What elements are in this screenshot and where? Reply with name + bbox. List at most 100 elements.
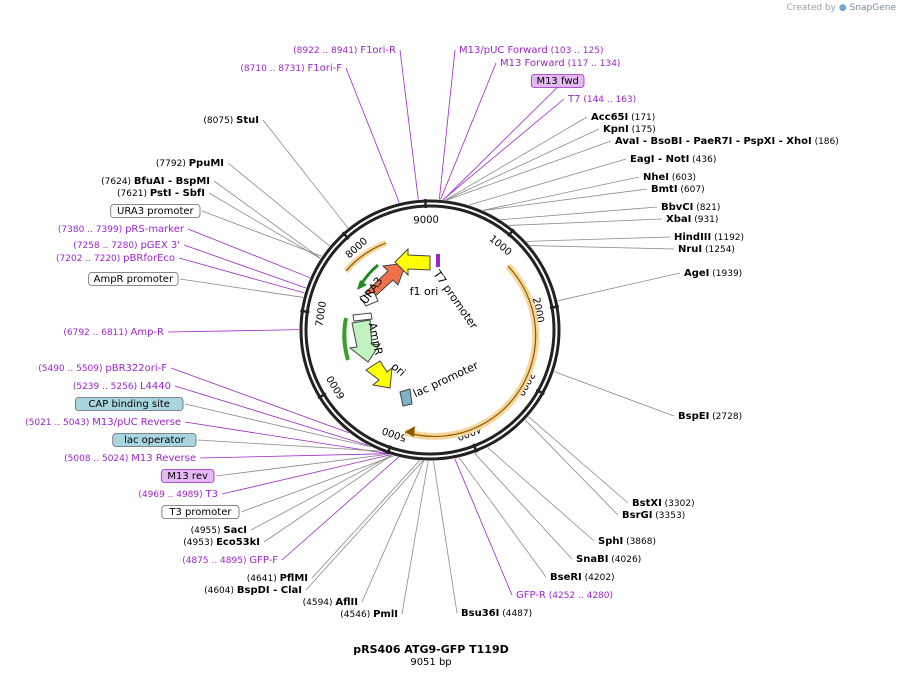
primer-label[interactable]: GFP-R (4252 .. 4280) <box>516 590 613 601</box>
tick-3000 <box>535 388 545 396</box>
feature-box[interactable] <box>88 272 179 286</box>
feature-box-label: CAP binding site <box>88 399 170 410</box>
tick-label: 5000 <box>381 424 409 443</box>
enzyme-label[interactable]: (4594) AflII <box>303 597 358 608</box>
tick-7000 <box>300 309 310 314</box>
feature-box-label: lac operator <box>124 435 185 446</box>
ura3-promoter-feature[interactable] <box>359 291 379 307</box>
tick-4000 <box>472 443 478 453</box>
feature-box-label: URA3 promoter <box>117 206 195 217</box>
primer-label[interactable]: (7202 .. 7220) pBRforEco <box>56 253 175 264</box>
enzyme-label[interactable]: SnaBI (4026) <box>576 554 641 565</box>
primer-label[interactable]: M13/pUC Forward (103 .. 125) <box>459 45 603 56</box>
insert-arc-line <box>404 265 537 438</box>
enzyme-label[interactable]: NruI (1254) <box>678 244 735 255</box>
tick-1000 <box>507 228 515 238</box>
enzyme-label[interactable]: EagI - NotI (436) <box>630 154 716 165</box>
tick-label: 6000 <box>325 373 348 400</box>
enzyme-label[interactable]: XbaI (931) <box>666 214 718 225</box>
enzyme-label[interactable]: SphI (3868) <box>598 536 656 547</box>
feature-box[interactable] <box>530 74 585 88</box>
enzyme-label[interactable]: (8075) StuI <box>203 115 259 126</box>
lac-promoter-feature[interactable] <box>399 388 413 407</box>
snapgene-credit: Created by ● SnapGene <box>786 3 896 13</box>
enzyme-label[interactable]: Acc65I (171) <box>591 112 655 123</box>
enzyme-label[interactable]: BseRI (4202) <box>550 572 615 583</box>
feature-box-label: AmpR promoter <box>94 274 174 285</box>
green-arc-left <box>342 317 350 361</box>
ampr-feature[interactable] <box>348 319 382 363</box>
snapgene-logo-icon: ● <box>838 3 847 13</box>
enzyme-label[interactable]: (4604) BspDI - ClaI <box>204 585 302 596</box>
enzyme-label[interactable]: (7624) BfuAI - BspMI <box>101 176 210 187</box>
feature-box[interactable] <box>110 204 201 218</box>
tick-6000 <box>317 392 327 400</box>
insert-arc-head <box>405 426 415 437</box>
primer-label[interactable]: (7258 .. 7280) pGEX 3' <box>73 240 180 251</box>
feature-box-label: T3 promoter <box>168 507 232 518</box>
feature-box[interactable] <box>160 469 215 483</box>
tick-label: 7000 <box>314 301 329 328</box>
backbone-inner <box>304 204 556 456</box>
inner-feature-label: lac promoter <box>411 359 481 401</box>
primer-label[interactable]: M13 Forward (117 .. 134) <box>500 58 620 69</box>
feature-box-label: M13 fwd <box>536 76 578 87</box>
inner-feature-label: f1 ori <box>410 285 439 298</box>
enzyme-label[interactable]: (4953) Eco53kI <box>183 537 260 548</box>
primer-label[interactable]: T7 (144 .. 163) <box>567 94 636 105</box>
ori-feature[interactable] <box>365 360 393 389</box>
enzyme-label[interactable]: HindIII (1192) <box>674 232 744 243</box>
backbone-outer <box>299 199 561 461</box>
primer-arc-upper-line <box>345 242 387 272</box>
enzyme-label[interactable]: (7792) PpuMI <box>156 158 224 169</box>
f1-ori-feature[interactable] <box>394 247 431 277</box>
map-title-block: pRS406 ATG9-GFP T119D 9051 bp <box>0 643 862 668</box>
primer-label[interactable]: (4875 .. 4895) GFP-F <box>182 555 278 566</box>
enzyme-label[interactable]: (4546) PmlI <box>340 609 398 620</box>
feature-box-label: M13 rev <box>167 471 208 482</box>
enzyme-label[interactable]: (7621) PstI - SbfI <box>117 188 205 199</box>
feature-arcs <box>342 240 540 440</box>
credit-brand: SnapGene <box>849 3 896 13</box>
enzyme-label[interactable]: AvaI - BsoBI - PaeR7I - PspXI - XhoI (18… <box>615 136 839 147</box>
primer-label[interactable]: (5021 .. 5043) M13/pUC Reverse <box>25 417 181 428</box>
enzyme-label[interactable]: KpnI (175) <box>603 124 656 135</box>
plasmid-name: pRS406 ATG9-GFP T119D <box>353 643 509 656</box>
t7-promoter-feature[interactable] <box>436 254 440 267</box>
primer-label[interactable]: (5490 .. 5509) pBR322ori-F <box>38 363 167 374</box>
feature-box[interactable] <box>112 433 197 447</box>
primer-label[interactable]: (5239 .. 5256) L4440 <box>73 381 171 392</box>
ampr-promoter-feature[interactable] <box>352 312 373 322</box>
tick-label: 1000 <box>487 233 514 258</box>
feature-box[interactable] <box>75 397 184 411</box>
enzyme-label[interactable]: Bsu36I (4487) <box>461 608 532 619</box>
tick-label: 9000 <box>413 215 439 227</box>
tick-5000 <box>386 445 392 455</box>
outer-labels: (8075) StuI (7792) PpuMI (7624) BfuAI - Bs… <box>25 45 839 620</box>
label-connectors <box>167 49 681 615</box>
credit-prefix: Created by <box>786 3 836 13</box>
primer-label[interactable]: (5008 .. 5024) M13 Reverse <box>64 453 196 464</box>
inner-feature-label: T7 promoter <box>430 267 481 332</box>
primer-label[interactable]: (4969 .. 4989) T3 <box>138 489 218 500</box>
primer-label[interactable]: (7380 .. 7399) pRS-marker <box>58 224 185 235</box>
enzyme-label[interactable]: BspEI (2728) <box>678 411 742 422</box>
green-arc-upper-head <box>357 280 367 290</box>
enzyme-label[interactable]: BbvCI (821) <box>661 202 720 213</box>
tick-8000 <box>341 231 350 240</box>
enzyme-label[interactable]: BsrGI (3353) <box>622 510 685 521</box>
feature-box[interactable] <box>161 505 240 519</box>
enzyme-label[interactable]: (4955) SacI <box>191 525 247 536</box>
primer-label[interactable]: (8922 .. 8941) F1ori-R <box>293 45 396 56</box>
enzyme-label[interactable]: BmtI (607) <box>651 184 705 195</box>
plasmid-length: 9051 bp <box>410 657 452 668</box>
enzyme-label[interactable]: NheI (603) <box>643 172 696 183</box>
enzyme-label[interactable]: AgeI (1939) <box>684 268 742 279</box>
enzyme-label[interactable]: (4641) PflMI <box>247 573 308 584</box>
primer-label[interactable]: (8710 .. 8731) F1ori-F <box>240 63 342 74</box>
primer-label[interactable]: (6792 .. 6811) Amp-R <box>63 327 164 338</box>
tick-2000 <box>549 305 560 310</box>
enzyme-label[interactable]: BstXI (3302) <box>632 498 695 509</box>
